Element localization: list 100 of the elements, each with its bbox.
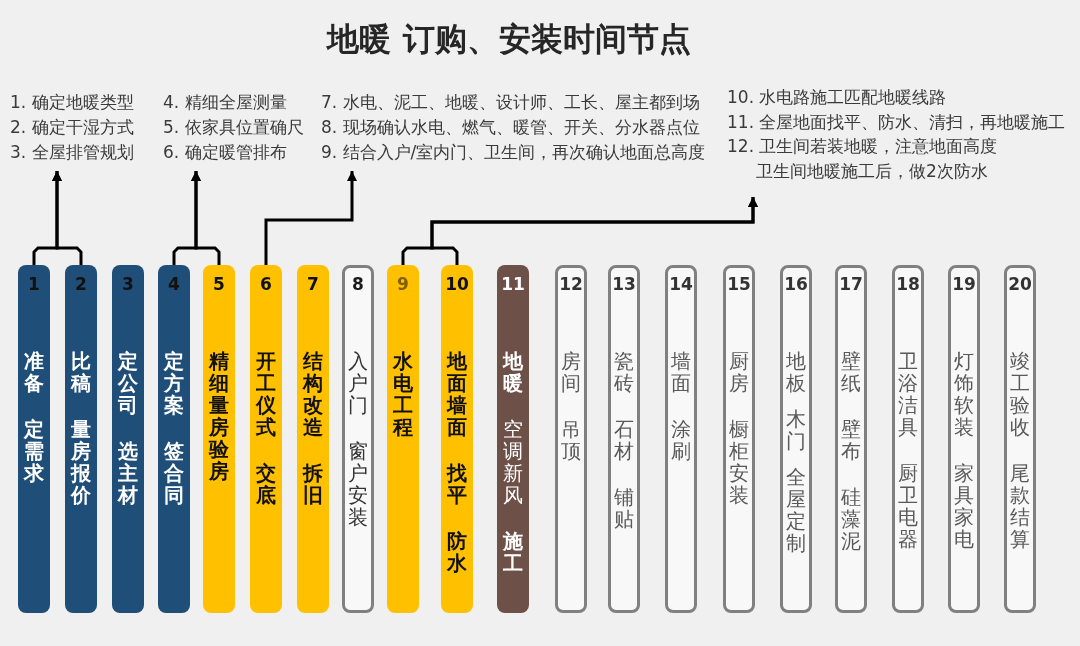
step-label: 施工	[503, 530, 523, 574]
step-label: 壁纸	[841, 350, 861, 394]
note-text: 6. 确定暖管排布	[163, 141, 287, 164]
step-number: 7	[307, 274, 319, 294]
note-text: 11. 全屋地面找平、防水、清扫，再地暖施工	[727, 110, 1066, 134]
step-bar	[555, 265, 587, 613]
step-label: 精细量房验房	[209, 350, 229, 482]
step-label: 硅藻泥	[841, 486, 861, 552]
step-label: 选主材	[118, 440, 138, 506]
step-label: 交底	[256, 462, 276, 506]
step-bar	[665, 265, 697, 613]
step-number: 4	[168, 274, 180, 294]
step-label: 灯饰软装	[954, 350, 974, 438]
bracket-arrow	[52, 171, 83, 265]
step-bar	[948, 265, 980, 613]
step-label: 卫浴洁具	[898, 350, 918, 438]
step-label: 入户门	[348, 350, 368, 416]
step-number: 10	[445, 274, 469, 294]
step-number: 14	[669, 274, 693, 294]
step-label: 防水	[447, 530, 467, 574]
step-label: 厨房	[729, 350, 749, 394]
note-text: 12. 卫生间若装地暖，注意地面高度	[727, 135, 998, 158]
step-label: 准备	[24, 350, 44, 394]
step-label: 水电工程	[393, 350, 413, 438]
step-label: 拆旧	[303, 462, 323, 506]
step-label: 橱柜安装	[729, 418, 749, 506]
step-bar	[342, 265, 374, 613]
step-bar	[250, 265, 282, 613]
step-label: 石材	[614, 418, 634, 462]
step-label: 铺贴	[614, 486, 634, 530]
step-number: 3	[122, 274, 134, 294]
note-text: 9. 结合入户/室内门、卫生间，再次确认地面总高度	[321, 141, 706, 164]
step-number: 8	[352, 274, 364, 294]
note-text: 7. 水电、泥工、地暖、设计师、工长、屋主都到场	[321, 91, 700, 114]
step-bar	[835, 265, 867, 613]
step-bar	[112, 265, 144, 613]
step-label: 签合同	[164, 440, 184, 506]
step-bar	[441, 265, 473, 613]
step-label: 比稿	[71, 350, 91, 394]
step-number: 15	[727, 274, 751, 294]
diagram-title: 地暖 订购、安装时间节点	[327, 19, 691, 60]
step-bar	[203, 265, 235, 613]
step-label: 房间	[561, 350, 581, 394]
step-label: 地暖	[503, 350, 523, 394]
bracket-arrow	[191, 171, 221, 265]
step-label: 竣工验收	[1010, 350, 1030, 438]
step-number: 13	[612, 274, 636, 294]
step-bar	[387, 265, 419, 613]
step-label: 壁布	[841, 418, 861, 462]
note-text: 10. 水电路施工匹配地暖线路	[727, 86, 947, 109]
note-text: 2. 确定干湿方式	[10, 116, 134, 139]
step-number: 11	[501, 274, 525, 294]
step-number: 16	[784, 274, 808, 294]
step-label: 定方案	[164, 350, 184, 416]
step-number: 6	[260, 274, 272, 294]
step-number: 1	[28, 274, 40, 294]
step-label: 定公司	[118, 350, 138, 416]
bracket-arrow	[264, 171, 357, 265]
step-label: 家具家电	[954, 462, 974, 550]
step-number: 19	[952, 274, 976, 294]
step-label: 地面墙面	[447, 350, 467, 438]
step-label: 全屋定制	[786, 466, 806, 554]
step-label: 厨卫电器	[898, 462, 918, 550]
step-label: 木门	[786, 408, 806, 452]
step-bar	[723, 265, 755, 613]
note-text: 8. 现场确认水电、燃气、暖管、开关、分水器点位	[321, 116, 700, 139]
note-text: 1. 确定地暖类型	[10, 91, 134, 114]
step-number: 18	[896, 274, 920, 294]
step-bar	[158, 265, 190, 613]
step-label: 找平	[447, 462, 467, 506]
step-label: 墙面	[671, 350, 691, 394]
step-bar	[780, 265, 812, 613]
note-text: 4. 精细全屋测量	[163, 91, 287, 114]
step-bar	[892, 265, 924, 613]
step-label: 尾款结算	[1010, 462, 1030, 550]
step-label: 地板	[786, 350, 806, 394]
note-text: 3. 全屋排管规划	[10, 141, 134, 164]
step-number: 17	[839, 274, 863, 294]
step-bar	[65, 265, 97, 613]
step-number: 9	[397, 274, 409, 294]
step-bar	[497, 265, 529, 613]
note-text: 卫生间地暖施工后，做2次防水	[756, 159, 988, 183]
note-text: 5. 依家具位置确尺	[163, 116, 304, 139]
step-label: 瓷砖	[614, 350, 634, 394]
step-label: 开工仪式	[256, 350, 276, 438]
step-number: 20	[1008, 274, 1032, 294]
step-label: 结构改造	[303, 350, 323, 438]
step-label: 空调新风	[503, 418, 523, 506]
step-label: 涂刷	[671, 418, 691, 462]
step-bar	[1004, 265, 1036, 613]
step-bar	[18, 265, 50, 613]
step-bar	[608, 265, 640, 613]
step-label: 量房报价	[71, 418, 91, 506]
step-label: 吊顶	[561, 418, 581, 462]
step-number: 2	[75, 274, 87, 294]
step-label: 定需求	[24, 418, 44, 484]
step-number: 12	[559, 274, 583, 294]
step-label: 窗户安装	[348, 440, 368, 528]
step-number: 5	[213, 274, 225, 294]
step-bar	[297, 265, 329, 613]
